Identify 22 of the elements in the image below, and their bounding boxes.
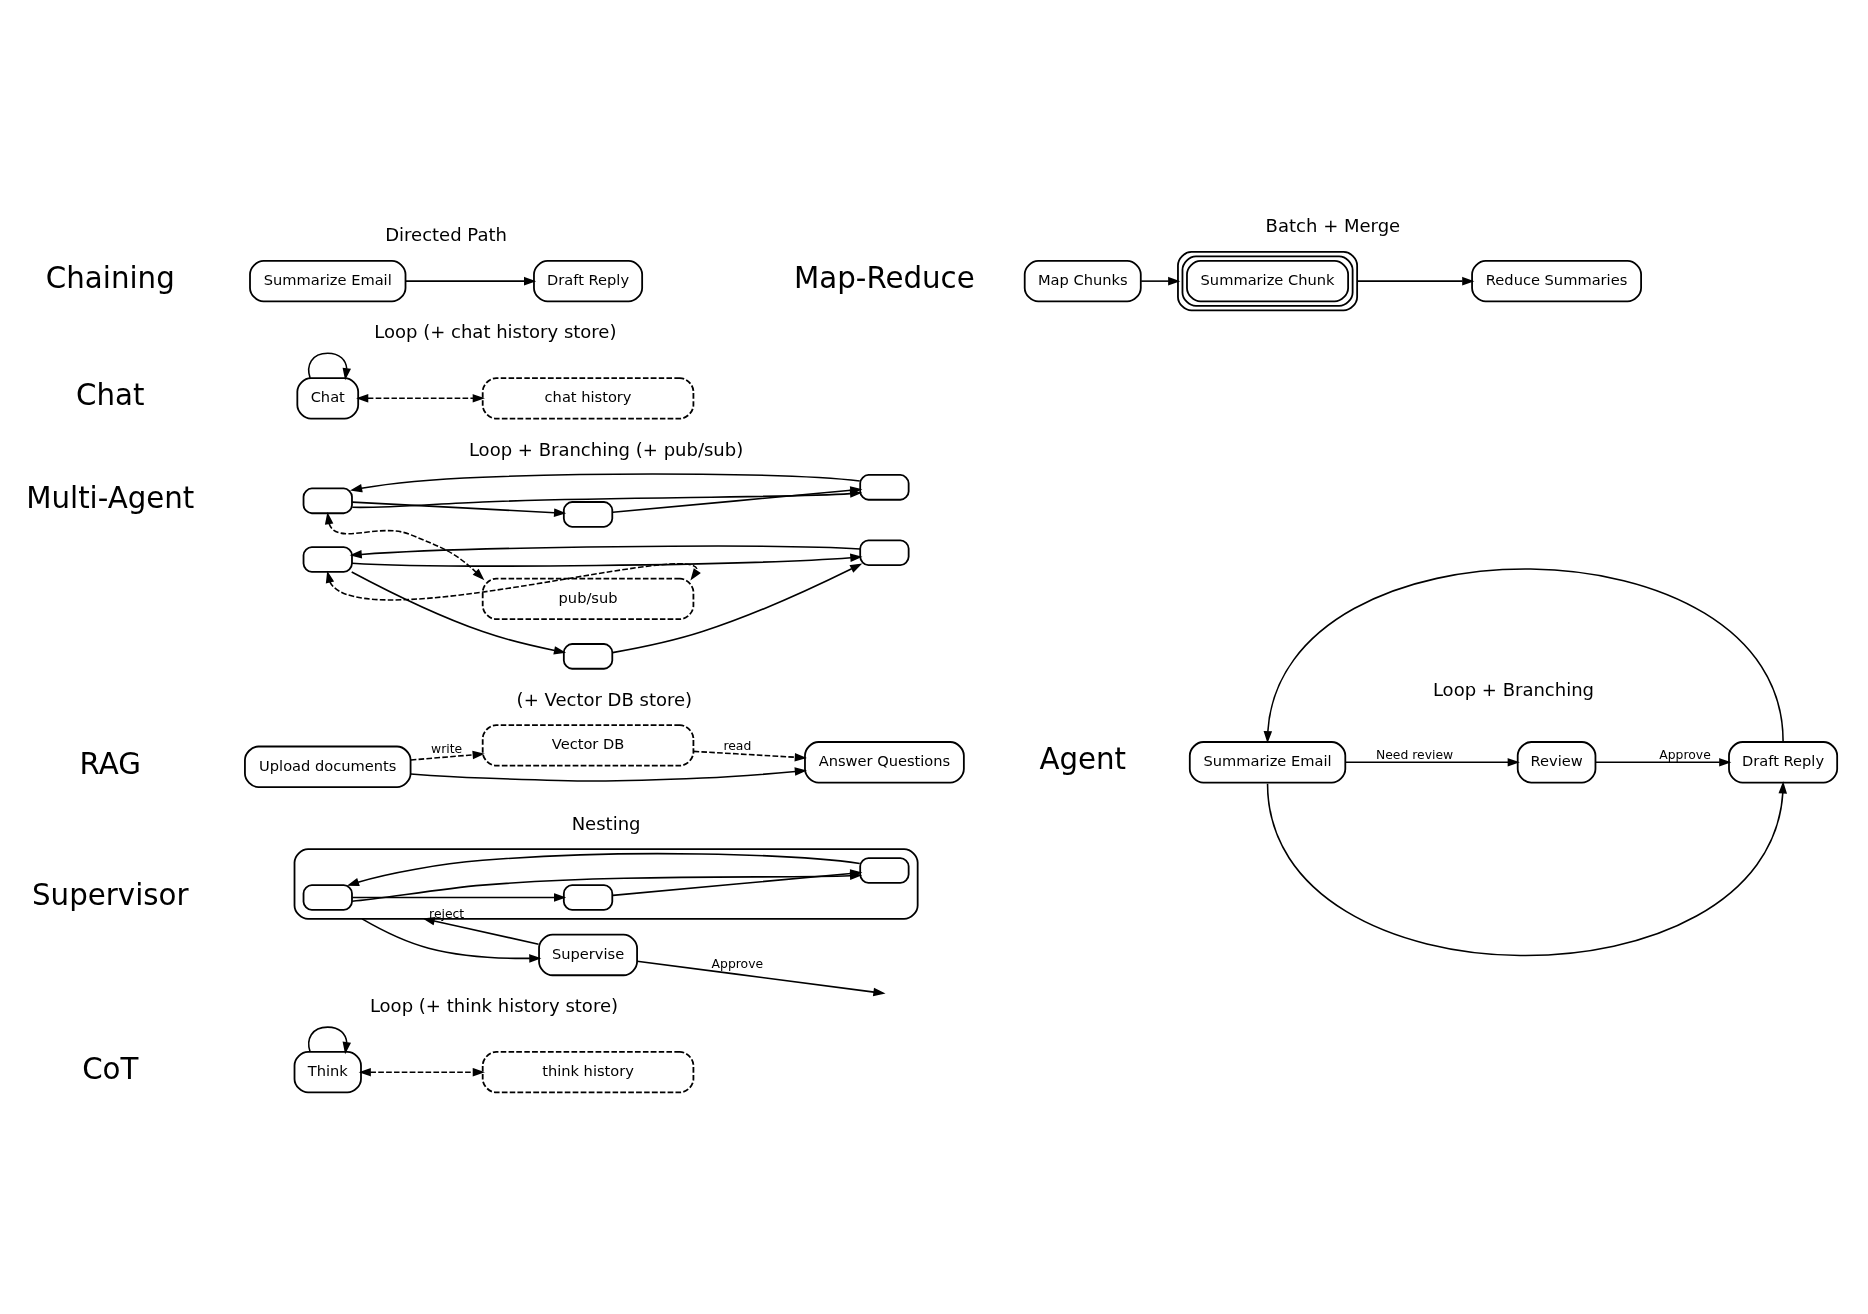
edge-label: reject xyxy=(429,905,465,921)
label: Loop (+ chat history store) xyxy=(374,320,617,342)
label: Batch + Merge xyxy=(1265,214,1401,236)
edge-label: write xyxy=(431,740,463,756)
edge-label: Approve xyxy=(711,955,764,971)
label: Map-Reduce xyxy=(794,260,975,295)
label: Loop (+ think history store) xyxy=(369,994,619,1016)
label: Loop + Branching (+ pub/sub) xyxy=(468,438,744,460)
label: Agent xyxy=(1039,741,1127,776)
label: Loop + Branching xyxy=(1432,678,1595,700)
label: Chaining xyxy=(45,260,175,295)
label: Directed Path xyxy=(385,223,507,245)
edge-label: Approve xyxy=(1659,746,1711,762)
label: (+ Vector DB store) xyxy=(516,688,693,710)
label: Chat xyxy=(76,377,145,412)
edge-label: Need review xyxy=(1376,746,1454,762)
edge-label: read xyxy=(723,737,752,753)
label: Multi-Agent xyxy=(26,480,195,515)
label: RAG xyxy=(79,746,141,781)
label: Supervisor xyxy=(32,877,189,912)
label: CoT xyxy=(82,1051,139,1086)
label: Nesting xyxy=(571,812,641,834)
